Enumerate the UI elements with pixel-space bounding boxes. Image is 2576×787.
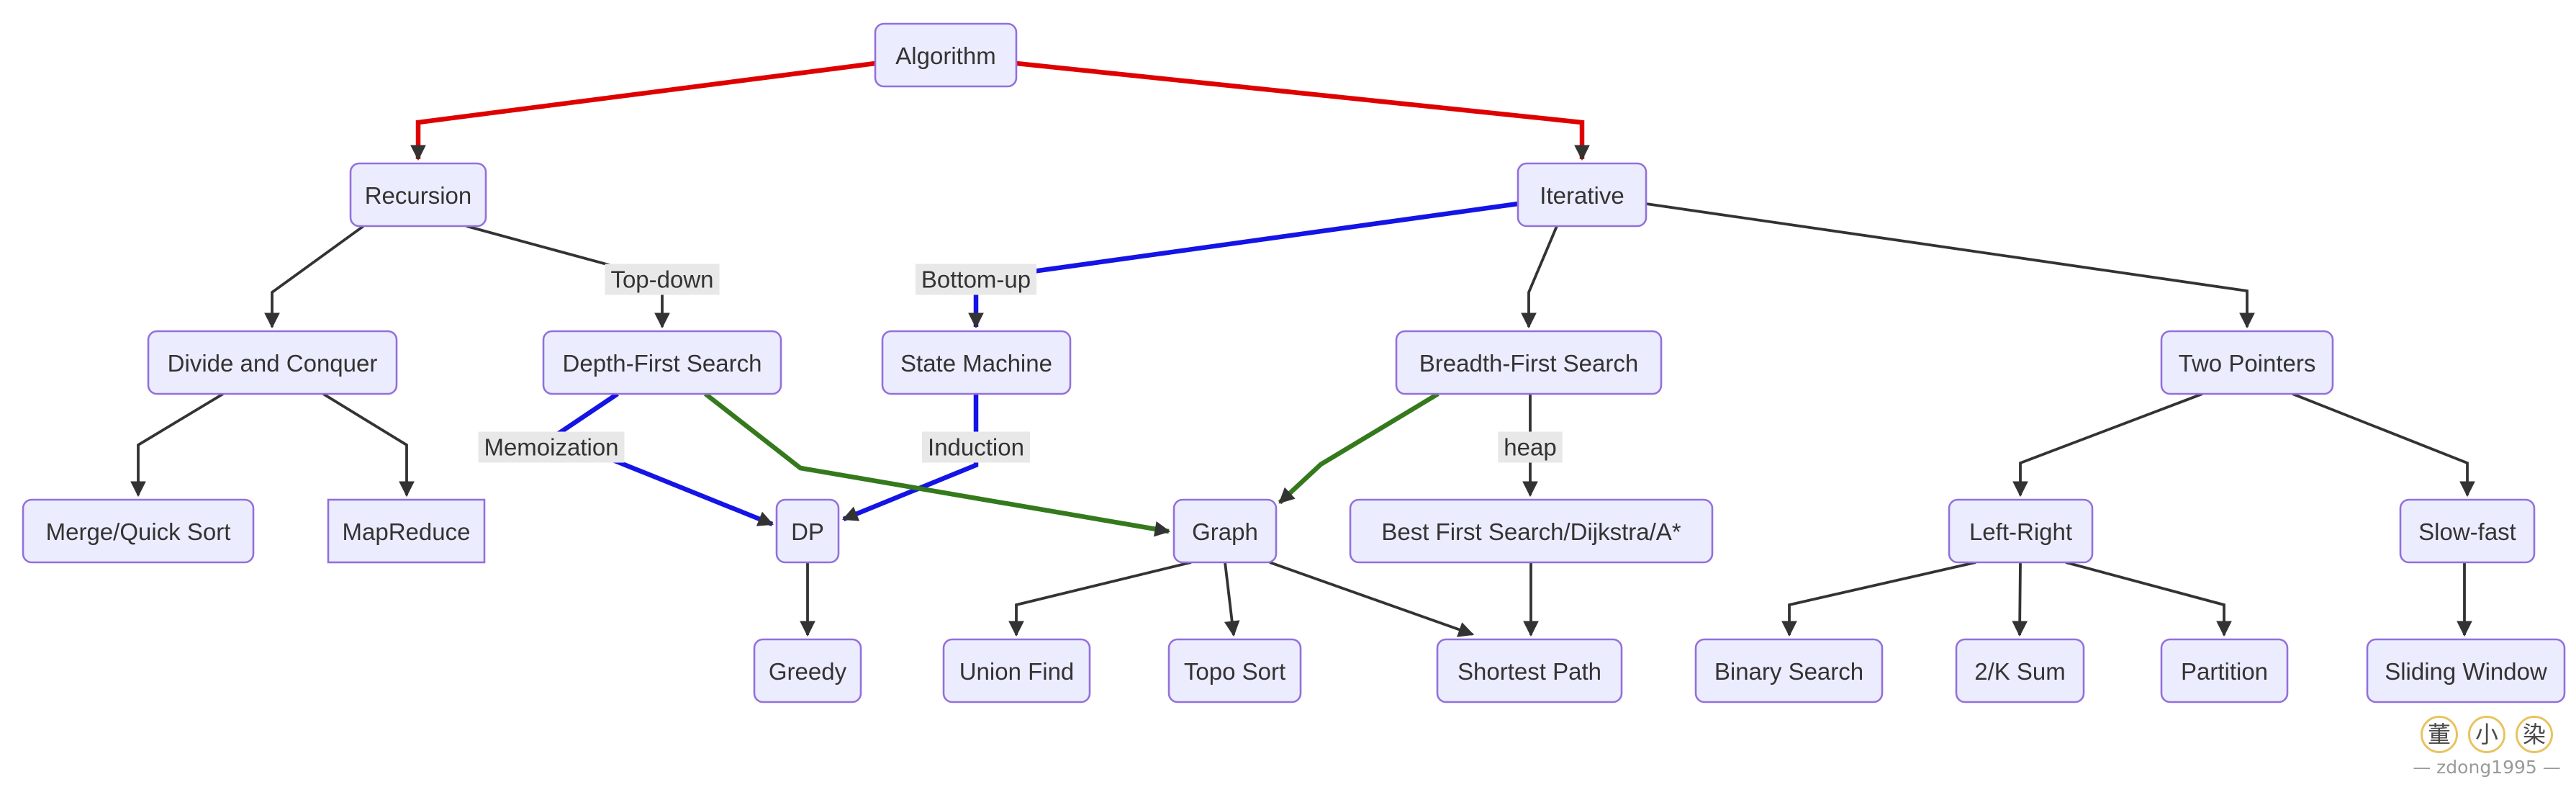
edge-iterative-two-pointers <box>1645 202 2255 329</box>
edge-label-bg <box>478 431 625 463</box>
edge-algorithm-recursion <box>410 60 876 161</box>
edge-label-bg <box>1498 431 1563 463</box>
edge-algorithm-iterative <box>1016 60 1590 161</box>
edge-iterative-bfs <box>1521 225 1558 329</box>
edge-label-memoization: Memoization <box>484 434 618 461</box>
node-topo-sort: Topo Sort <box>1167 638 1302 703</box>
node-algorithm: Algorithm <box>874 22 1018 88</box>
edge-two-pointers-left-right <box>2012 392 2203 498</box>
node-recursion: Recursion <box>349 162 487 228</box>
edge-label-bg <box>922 431 1030 463</box>
edge-graph-union-find <box>1008 561 1192 637</box>
node-k-sum: 2/K Sum <box>1955 638 2085 703</box>
node-label-binary-search: Binary Search <box>1714 658 1863 685</box>
node-sliding-window: Sliding Window <box>2366 638 2566 703</box>
edges <box>130 60 2475 637</box>
node-dp: DP <box>775 498 840 564</box>
edge-bfs-graph <box>1278 392 1440 505</box>
node-shortest-path: Shortest Path <box>1436 638 1623 703</box>
node-dfs: Depth-First Search <box>542 330 782 395</box>
node-label-left-right: Left-Right <box>1969 518 2072 545</box>
node-label-state-machine: State Machine <box>900 350 1052 377</box>
watermark-handle: — zdong1995 — <box>2413 757 2561 778</box>
node-two-pointers: Two Pointers <box>2160 330 2334 395</box>
node-slow-fast: Slow-fast <box>2399 498 2536 564</box>
node-partition: Partition <box>2160 638 2289 703</box>
edge-divide-conquer-merge-quick <box>130 392 224 498</box>
node-state-machine: State Machine <box>881 330 1072 395</box>
node-greedy: Greedy <box>753 638 862 703</box>
node-label-best-first: Best First Search/Dijkstra/A* <box>1381 518 1681 545</box>
node-union-find: Union Find <box>942 638 1091 703</box>
node-iterative: Iterative <box>1517 162 1648 228</box>
node-label-divide-conquer: Divide and Conquer <box>168 350 378 377</box>
node-graph: Graph <box>1172 498 1278 564</box>
node-label-two-pointers: Two Pointers <box>2179 350 2316 377</box>
node-divide-conquer: Divide and Conquer <box>147 330 398 395</box>
node-label-map-reduce: MapReduce <box>343 518 471 545</box>
node-label-union-find: Union Find <box>959 658 1075 685</box>
node-label-topo-sort: Topo Sort <box>1184 658 1285 685</box>
edge-divide-conquer-map-reduce <box>322 392 415 498</box>
watermark: 董 小 染 — zdong1995 — <box>2413 716 2561 778</box>
node-merge-quick: Merge/Quick Sort <box>22 498 255 564</box>
edge-left-right-binary-search <box>1781 561 1976 637</box>
edge-graph-topo-sort <box>1224 562 1240 637</box>
edge-iterative-state-machine <box>968 201 1519 329</box>
edge-dfs-graph <box>704 392 1171 537</box>
node-label-dp: DP <box>791 518 824 545</box>
edge-label-heap: heap <box>1504 434 1556 461</box>
node-binary-search: Binary Search <box>1694 638 1884 703</box>
edge-label-top-down: Top-down <box>610 266 713 293</box>
edge-graph-shortest-path <box>1269 561 1475 637</box>
node-label-dfs: Depth-First Search <box>563 350 762 377</box>
node-label-k-sum: 2/K Sum <box>1974 658 2066 685</box>
edge-label-bg <box>915 264 1037 295</box>
edge-recursion-divide-conquer <box>264 225 365 329</box>
edge-label-induction: Induction <box>928 434 1024 461</box>
edge-state-machine-dp <box>841 394 979 522</box>
node-map-reduce: MapReduce <box>327 498 486 564</box>
node-label-recursion: Recursion <box>365 182 472 209</box>
node-label-iterative: Iterative <box>1540 182 1624 209</box>
watermark-seal-2: 小 <box>2468 716 2505 753</box>
edge-two-pointers-slow-fast <box>2292 392 2475 498</box>
watermark-seal-1: 董 <box>2421 716 2458 753</box>
node-label-shortest-path: Shortest Path <box>1458 658 1601 685</box>
node-label-merge-quick: Merge/Quick Sort <box>46 518 231 545</box>
node-label-slow-fast: Slow-fast <box>2418 518 2516 545</box>
node-label-algorithm: Algorithm <box>895 42 995 69</box>
node-bfs: Breadth-First Search <box>1395 330 1663 395</box>
edge-left-right-partition <box>2065 561 2232 637</box>
watermark-seals: 董 小 染 <box>2413 716 2561 753</box>
node-label-partition: Partition <box>2181 658 2268 685</box>
edge-label-bottom-up: Bottom-up <box>921 266 1031 293</box>
watermark-seal-3: 染 <box>2516 716 2553 753</box>
node-label-greedy: Greedy <box>769 658 847 685</box>
node-left-right: Left-Right <box>1948 498 2094 564</box>
node-label-bfs: Breadth-First Search <box>1419 350 1638 377</box>
node-best-first: Best First Search/Dijkstra/A* <box>1349 498 1714 564</box>
node-label-graph: Graph <box>1192 518 1258 545</box>
node-label-sliding-window: Sliding Window <box>2385 658 2547 685</box>
edge-label-bg <box>605 264 720 295</box>
